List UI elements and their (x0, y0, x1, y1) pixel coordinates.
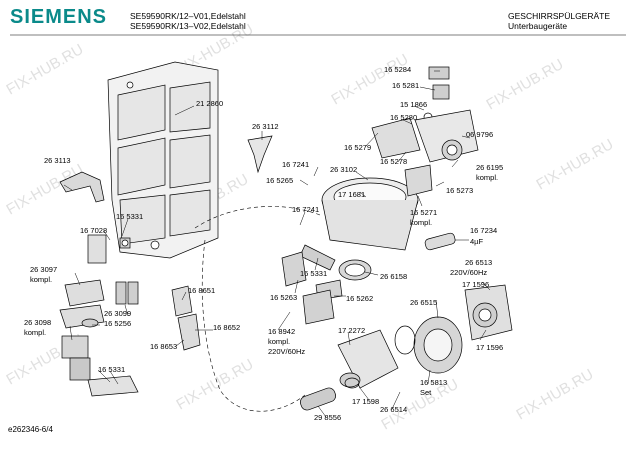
watermark-text: FIX-HUB.RU (174, 356, 257, 414)
part-label: 26 3098 (24, 318, 51, 327)
part-label: 16 8653 (150, 342, 177, 351)
part-label: 16 7234 (470, 226, 497, 235)
part-label: 16 5813 (420, 378, 447, 387)
part-label: 16 5263 (270, 293, 297, 302)
model-list: SE59590RK/12–V01,Edelstahl SE59590RK/13–… (130, 11, 246, 31)
part-label: 16 7241 (292, 205, 319, 214)
part-label: 16 8942 (268, 327, 295, 336)
part-label: 26 6515 (410, 298, 437, 307)
part-label: 26 3113 (44, 156, 71, 165)
document-id: e262346-6/4 (8, 425, 53, 434)
part-label: 16 5331 (116, 212, 143, 221)
part-label: 220V/60Hz (268, 347, 305, 356)
part-label: 15 1866 (400, 100, 427, 109)
part-label: 17 1596 (462, 280, 489, 289)
model-line-2: SE59590RK/13–V02,Edelstahl (130, 21, 246, 31)
part-label: kompl. (30, 275, 52, 284)
part-label: kompl. (476, 173, 498, 182)
category-line-2: Unterbaugeräte (508, 21, 568, 31)
part-label: 16 7241 (282, 160, 309, 169)
part-label: 16 5280 (390, 113, 417, 122)
part-label: 17 2272 (338, 326, 365, 335)
part-label: 29 8556 (314, 413, 341, 422)
part-label: 26 3097 (30, 265, 57, 274)
valve-assembly-part (59, 234, 139, 381)
category-line-1: GESCHIRRSPÜLGERÄTE (508, 11, 611, 21)
part-label: 4µF (470, 237, 483, 246)
water-switch-assembly-part (371, 66, 479, 197)
drain-hose-part (87, 375, 139, 397)
part-label: 16 7028 (80, 226, 107, 235)
part-label: 26 3102 (330, 165, 357, 174)
part-label: 16 5331 (98, 365, 125, 374)
watermark-text: FIX-HUB.RU (329, 51, 412, 109)
part-label: 17 1681 (338, 190, 365, 199)
watermark-text: FIX-HUB.RU (4, 41, 87, 99)
part-label: 26 6513 (465, 258, 492, 267)
hose-bracket-part (59, 171, 105, 203)
part-label: 16 8652 (213, 323, 240, 332)
part-label: 21 2860 (196, 99, 223, 108)
watermark-text: FIX-HUB.RU (534, 136, 617, 194)
part-label: 26 3099 (104, 309, 131, 318)
part-label: 16 5281 (392, 81, 419, 90)
pump-housing-part (300, 329, 399, 411)
part-label: kompl. (268, 337, 290, 346)
part-label: kompl. (24, 328, 46, 337)
leader-lines (63, 70, 491, 418)
part-label: 26 6158 (380, 272, 407, 281)
part-label: 16 5284 (384, 65, 411, 74)
check-valve-part (171, 285, 201, 351)
sump-panel-part (107, 61, 219, 259)
part-label: 17 1598 (352, 397, 379, 406)
brand-logo: SIEMENS (10, 6, 108, 28)
hose-route-line (194, 206, 321, 229)
part-label: 26 6514 (380, 405, 407, 414)
watermark-text: FIX-HUB.RU (514, 366, 597, 424)
circulation-pump-motor-part (413, 284, 513, 374)
part-label: 16 5278 (380, 157, 407, 166)
part-label: kompl. (410, 218, 432, 227)
part-label: 16 5279 (344, 143, 371, 152)
hose-route-line (201, 239, 306, 412)
category-block: GESCHIRRSPÜLGERÄTE Unterbaugeräte (508, 11, 610, 31)
model-line-1: SE59590RK/12–V01,Edelstahl (130, 11, 246, 21)
part-label: 220V/60Hz (450, 268, 487, 277)
seal-ring-part (344, 325, 416, 389)
part-label: 17 1596 (476, 343, 503, 352)
part-label: Set (420, 388, 432, 397)
part-label: 16 8651 (188, 286, 215, 295)
watermark-text: FIX-HUB.RU (484, 56, 567, 114)
part-label: 16 5271 (410, 208, 437, 217)
part-label: 06 9796 (466, 130, 493, 139)
part-label: 26 6195 (476, 163, 503, 172)
part-label: 16 5262 (346, 294, 373, 303)
part-label: 16 5273 (446, 186, 473, 195)
part-label: 16 5256 (104, 319, 131, 328)
part-label: 16 5331 (300, 269, 327, 278)
part-number-labels: 21 2860 26 3112 26 3113 16 5331 16 7028 … (24, 65, 503, 422)
capacitor-part (424, 232, 456, 251)
filter-funnel-part (247, 135, 273, 174)
part-label: 26 3112 (252, 122, 279, 131)
part-label: 16 5265 (266, 176, 293, 185)
drain-pump-part (302, 289, 335, 325)
